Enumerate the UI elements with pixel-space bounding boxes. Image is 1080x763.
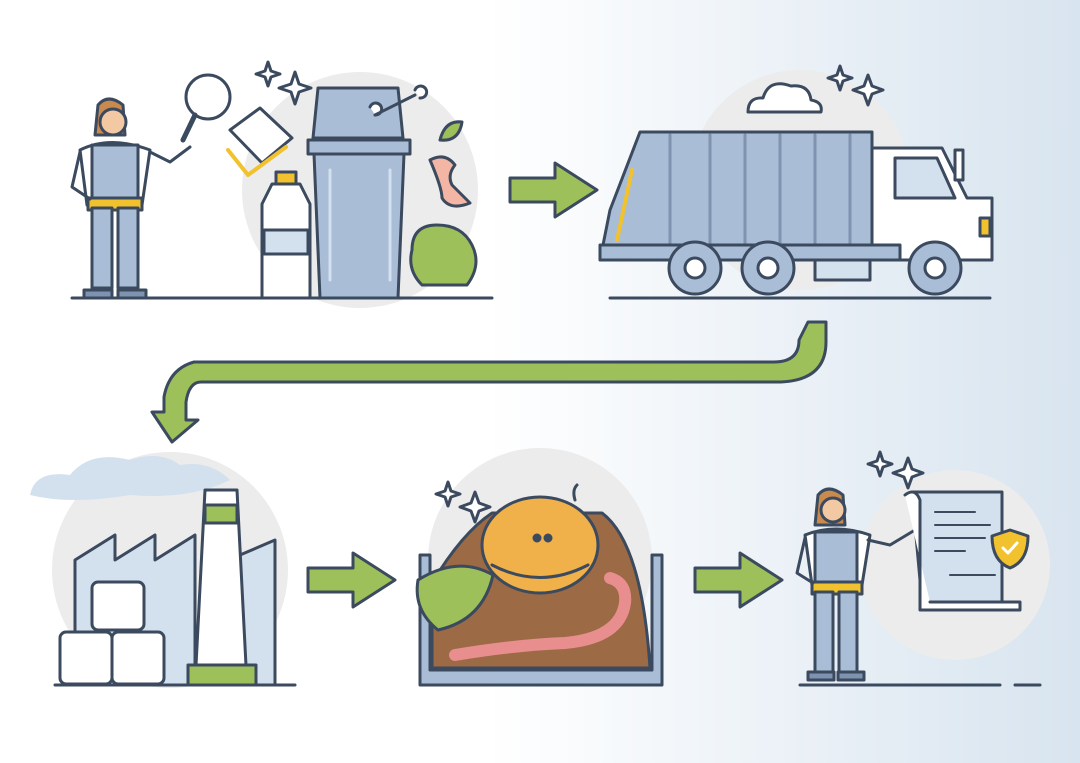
arrow-right-icon (508, 161, 599, 219)
trash-bin-icon (306, 86, 412, 300)
sparkle-icon (866, 450, 925, 490)
smoke-cloud (30, 456, 230, 500)
magnifier-icon (180, 73, 232, 143)
worker-icon (795, 487, 917, 682)
paper-icon (228, 106, 294, 165)
step-sorting (70, 60, 494, 308)
curved-arrow-icon (150, 320, 828, 444)
sparkle-icon (434, 480, 492, 524)
worker-icon (70, 97, 192, 300)
bottle-icon (260, 170, 312, 300)
step-certification (795, 450, 1050, 687)
leaf-icon (415, 564, 495, 632)
arrow-right-icon (693, 551, 784, 609)
bales-icon (58, 580, 166, 686)
apple-core-icon (428, 155, 472, 208)
step-composting (415, 448, 664, 687)
worm-icon (449, 572, 632, 661)
sparkle-icon (826, 64, 885, 107)
leaf-icon (438, 120, 464, 142)
certificate-document-icon (903, 490, 1030, 612)
arrow-right-icon (306, 551, 397, 609)
cloud-icon (746, 82, 823, 114)
step-collection (598, 64, 994, 300)
bone-icon (368, 84, 429, 117)
garbage-truck-icon (598, 130, 994, 296)
chimney-icon (186, 488, 258, 687)
step-processing (30, 452, 297, 688)
apple-icon (480, 483, 600, 595)
lettuce-icon (409, 223, 478, 287)
sparkle-icon (254, 60, 313, 106)
